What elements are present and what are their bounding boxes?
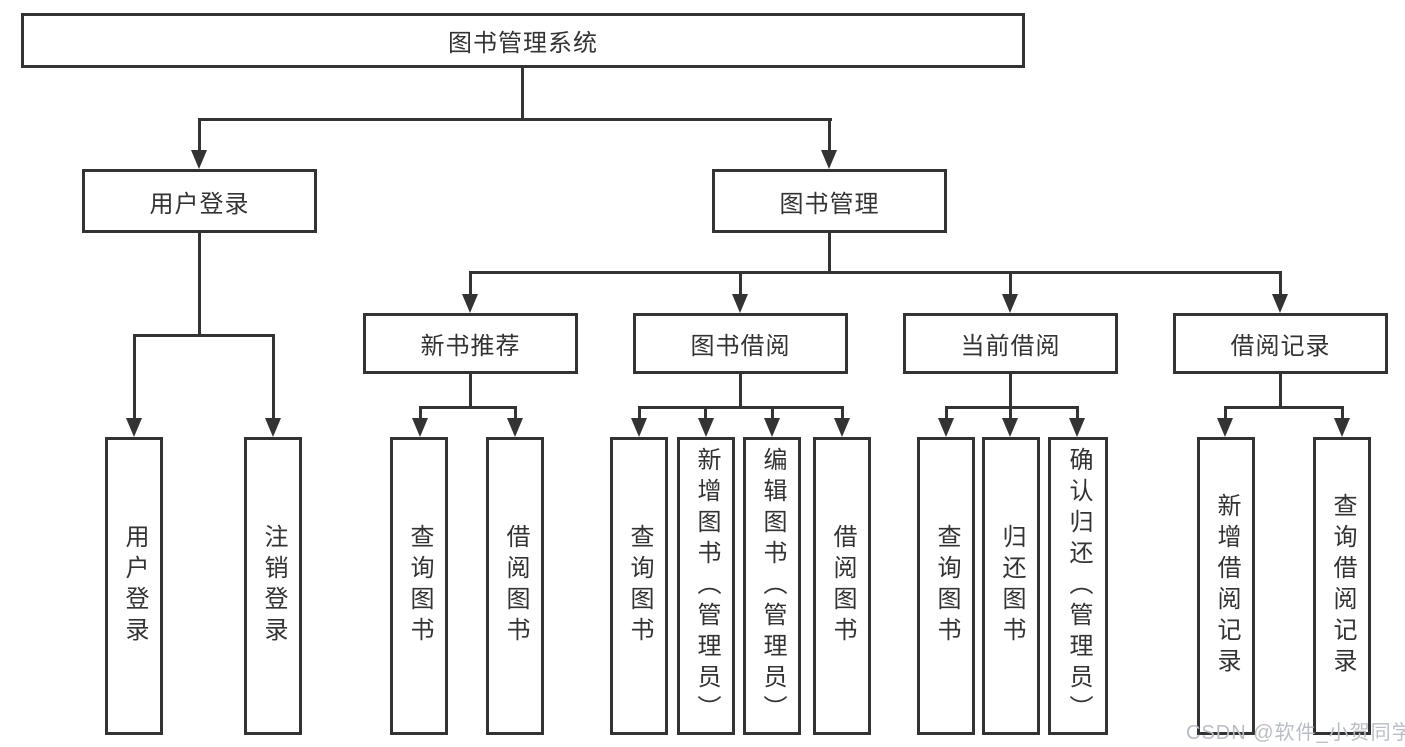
arrow-down-icon [732,294,748,313]
connector-line [828,233,831,273]
leaf-label: 查询图书 [626,524,653,648]
connector-line [1341,406,1344,420]
connector-line [469,271,1282,274]
arrow-down-icon [1217,418,1233,437]
leaf-label: 新增图书（管理员） [693,446,720,726]
connector-line [469,374,472,408]
connector-line [1279,374,1282,408]
leaf-label: 查询图书 [406,524,433,648]
leaf-query-book-2: 查询图书 [610,437,668,735]
arrow-down-icon [1334,418,1350,437]
arrow-down-icon [1002,418,1018,437]
arrow-down-icon [1069,418,1085,437]
connector-line [704,406,707,420]
connector-line [945,406,948,420]
node-label: 借阅记录 [1230,333,1331,360]
leaf-label: 注销登录 [260,524,287,648]
leaf-return-book: 归还图书 [982,437,1040,735]
leaf-logout-login: 注销登录 [244,437,302,735]
connector-line [1009,406,1012,420]
connector-line [469,271,472,296]
connector-line [272,334,275,420]
connector-line [198,118,832,121]
leaf-add-borrow-record: 新增借阅记录 [1197,437,1255,735]
connector-line [133,334,275,337]
node-label: 图书借阅 [690,333,791,360]
node-current-borrow: 当前借阅 [903,313,1118,374]
node-user-login: 用户登录 [82,169,317,233]
node-label: 新书推荐 [420,333,521,360]
leaf-edit-book-admin: 编辑图书（管理员） [743,437,801,735]
leaf-label: 归还图书 [998,524,1025,648]
node-label: 当前借阅 [960,333,1061,360]
node-label: 图书管理 [779,190,880,218]
arrow-down-icon [191,150,207,169]
arrow-down-icon [462,294,478,313]
leaf-add-book-admin: 新增图书（管理员） [677,437,735,735]
leaf-borrow-book-1: 借阅图书 [486,437,544,735]
node-borrow-records: 借阅记录 [1173,313,1388,374]
leaf-label: 新增借阅记录 [1213,493,1240,679]
node-library-management-system: 图书管理系统 [21,13,1025,68]
connector-line [739,271,742,296]
leaf-query-book-3: 查询图书 [917,437,975,735]
arrow-down-icon [412,418,428,437]
leaf-borrow-book-2: 借阅图书 [813,437,871,735]
connector-line [419,406,517,409]
connector-line [1224,406,1227,420]
connector-line [1224,406,1344,409]
node-book-management: 图书管理 [712,169,947,233]
connector-line [198,233,201,336]
leaf-label: 用户登录 [121,524,148,648]
leaf-label: 编辑图书（管理员） [759,446,786,726]
arrow-down-icon [1002,294,1018,313]
connector-line [841,406,844,420]
connector-line [638,406,641,420]
arrow-down-icon [507,418,523,437]
connector-line [521,66,524,120]
connector-line [1076,406,1079,420]
connector-line [771,406,774,420]
connector-line [133,334,136,420]
arrow-down-icon [764,418,780,437]
leaf-label: 查询借阅记录 [1329,493,1356,679]
connector-line [828,118,831,151]
connector-line [514,406,517,420]
connector-line [1009,271,1012,296]
node-new-book-recommend: 新书推荐 [363,313,578,374]
connector-line [739,374,742,408]
leaf-label: 查询图书 [933,524,960,648]
leaf-label: 借阅图书 [829,524,856,648]
leaf-query-borrow-record: 查询借阅记录 [1313,437,1371,735]
arrow-down-icon [821,150,837,169]
arrow-down-icon [265,418,281,437]
leaf-label: 确认归还（管理员） [1065,446,1092,726]
node-book-borrow: 图书借阅 [633,313,848,374]
arrow-down-icon [1272,294,1288,313]
connector-line [198,118,201,151]
node-label: 图书管理系统 [448,30,598,57]
connector-line [945,406,1079,409]
leaf-user-login: 用户登录 [105,437,163,735]
leaf-query-book-1: 查询图书 [390,437,448,735]
node-label: 用户登录 [149,190,250,218]
arrow-down-icon [938,418,954,437]
connector-line [1009,374,1012,408]
leaf-label: 借阅图书 [502,524,529,648]
arrow-down-icon [698,418,714,437]
arrow-down-icon [834,418,850,437]
arrow-down-icon [126,418,142,437]
arrow-down-icon [631,418,647,437]
leaf-confirm-return-admin: 确认归还（管理员） [1048,437,1108,735]
connector-line [1279,271,1282,296]
connector-line [638,406,844,409]
csdn-watermark: CSDN @软件_小贺同学 [1186,722,1405,744]
connector-line [419,406,422,420]
